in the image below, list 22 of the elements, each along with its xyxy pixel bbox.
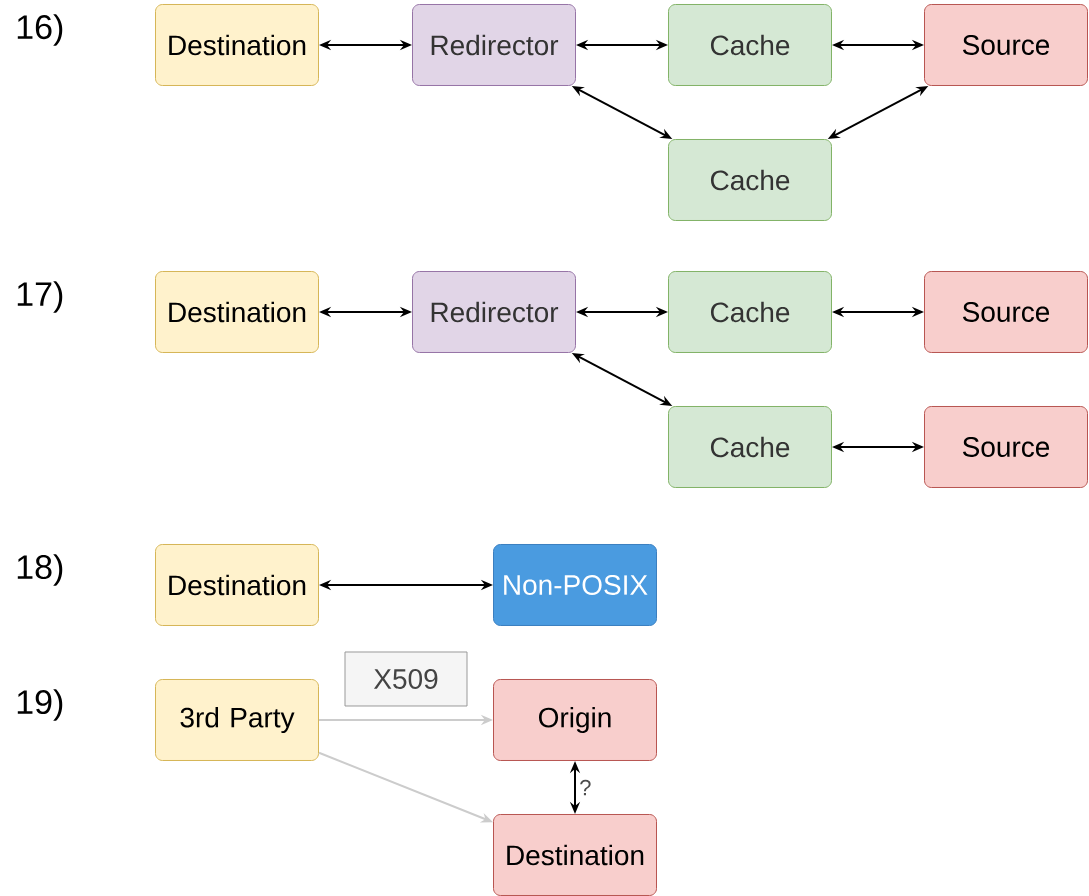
process-box: Destination xyxy=(155,271,319,353)
edge-label: ? xyxy=(578,778,593,797)
section-number: 18) xyxy=(17,554,63,586)
process-box: Source xyxy=(924,406,1088,488)
process-box: Redirector xyxy=(412,271,576,353)
process-box: Cache xyxy=(668,4,832,86)
process-box: Destination xyxy=(155,544,319,626)
section-number: 19) xyxy=(17,689,63,721)
process-box: Cache xyxy=(668,271,832,353)
process-box: Destination xyxy=(155,4,319,86)
process-box: Non-POSIX xyxy=(493,544,657,626)
process-box: Source xyxy=(924,271,1088,353)
process-box: 3rd Party xyxy=(155,679,319,761)
process-box: Source xyxy=(924,4,1088,86)
section-number: 16) xyxy=(17,14,63,46)
process-box: Cache xyxy=(668,406,832,488)
process-box: Cache xyxy=(668,139,832,221)
section-number: 17) xyxy=(17,281,63,313)
process-box: Destination xyxy=(493,814,657,896)
label-box: X509 xyxy=(344,651,468,707)
process-box: Origin xyxy=(493,679,657,761)
process-box: Redirector xyxy=(412,4,576,86)
